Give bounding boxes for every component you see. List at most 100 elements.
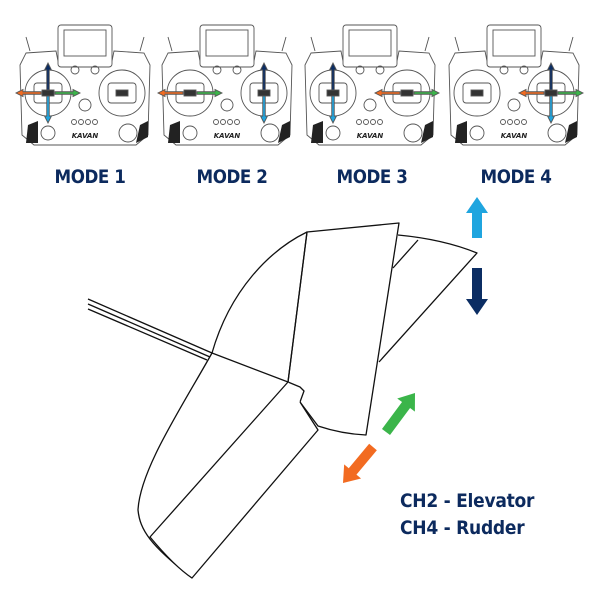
kavan-logo: KAVAN — [214, 132, 241, 140]
fin-leading-edge — [137, 231, 308, 579]
rudder-right-arrow-icon — [381, 393, 415, 435]
antenna-switch — [454, 36, 460, 52]
arrow-up-icon — [259, 61, 269, 91]
screen — [492, 29, 536, 57]
trim-button — [370, 119, 376, 125]
trim-button — [363, 119, 369, 125]
stick — [544, 89, 558, 97]
gimbal-frame — [462, 82, 492, 104]
arrow-left-icon — [373, 88, 401, 98]
pushrod — [87, 298, 213, 354]
power-button — [78, 98, 92, 112]
knob — [90, 65, 100, 75]
arrow-right-icon — [196, 88, 224, 98]
tail-section-drawing — [87, 222, 478, 579]
screen-bezel — [57, 24, 113, 68]
dpad-icon — [325, 125, 341, 141]
arrow-right-icon — [413, 88, 441, 98]
arrow-right-icon — [54, 88, 82, 98]
trim-button — [507, 119, 513, 125]
elevator-down-arrow-icon — [466, 268, 488, 315]
stick — [400, 89, 414, 97]
power-button — [507, 98, 521, 112]
transmitter-mode-2: KAVAN — [156, 24, 293, 146]
stick — [470, 89, 484, 97]
kavan-logo: KAVAN — [501, 132, 528, 140]
rudder-left-arrow-icon — [343, 443, 377, 483]
jog-wheel — [118, 123, 138, 143]
mode-3-label: MODE 3 — [336, 166, 408, 188]
stripe-decoration — [455, 121, 467, 143]
stick — [41, 89, 55, 97]
trim-button — [356, 119, 362, 125]
elevator-hinge-line — [392, 239, 419, 269]
jog-wheel — [403, 123, 423, 143]
trim-button — [92, 119, 98, 125]
transmitter-mode-1: KAVAN — [14, 24, 151, 146]
arrow-up-icon — [328, 61, 338, 91]
legend-rudder: CH4 - Rudder — [400, 517, 525, 539]
power-button — [220, 98, 234, 112]
legend-elevator: CH2 - Elevator — [400, 490, 535, 512]
arrow-up-icon — [546, 61, 556, 91]
mode-4-label: MODE 4 — [480, 166, 552, 188]
jog-wheel — [260, 123, 280, 143]
stripe-decoration — [311, 121, 323, 143]
screen — [205, 29, 249, 57]
trim-button — [78, 119, 84, 125]
stripe-decoration — [26, 121, 38, 143]
trim-button — [227, 119, 233, 125]
trim-button — [514, 119, 520, 125]
antenna-switch — [424, 36, 430, 52]
knob — [519, 65, 529, 75]
arrow-down-icon — [546, 95, 556, 125]
gimbal-frame — [107, 82, 137, 104]
screen — [348, 29, 392, 57]
trim-button — [71, 119, 77, 125]
screen-bezel — [342, 24, 398, 68]
arrow-up-icon — [43, 61, 53, 91]
knob — [375, 65, 385, 75]
v16-badge — [136, 121, 148, 143]
arrow-left-icon — [14, 88, 42, 98]
pushrod — [87, 308, 208, 361]
dpad-icon — [469, 125, 485, 141]
trim-button — [85, 119, 91, 125]
antenna-switch — [310, 36, 316, 52]
stick — [115, 89, 129, 97]
knob — [70, 65, 80, 75]
arrow-right-icon — [557, 88, 585, 98]
antenna-switch — [25, 36, 31, 52]
arrow-down-icon — [328, 95, 338, 125]
transmitter-mode-4: KAVAN — [448, 24, 585, 146]
dpad-icon — [40, 125, 56, 141]
stick — [326, 89, 340, 97]
screen-bezel — [486, 24, 542, 68]
trim-button — [213, 119, 219, 125]
kavan-logo: KAVAN — [357, 132, 384, 140]
antenna-switch — [281, 36, 287, 52]
fin-hinge-line — [287, 231, 308, 383]
stripe-decoration — [168, 121, 180, 143]
trim-button — [220, 119, 226, 125]
v16-badge — [565, 121, 577, 143]
knob — [355, 65, 365, 75]
trim-button — [521, 119, 527, 125]
trim-button — [500, 119, 506, 125]
pushrod — [87, 303, 211, 358]
v16-badge — [421, 121, 433, 143]
mode-1-label: MODE 1 — [54, 166, 126, 188]
power-button — [363, 98, 377, 112]
knob — [499, 65, 509, 75]
horizontal-stabilizer — [149, 381, 319, 579]
jog-wheel — [547, 123, 567, 143]
trim-button — [234, 119, 240, 125]
knob — [232, 65, 242, 75]
knob — [212, 65, 222, 75]
stab-top-edge — [211, 352, 289, 383]
arrow-down-icon — [259, 95, 269, 125]
screen-bezel — [199, 24, 255, 68]
antenna-switch — [568, 36, 574, 52]
trim-button — [377, 119, 383, 125]
dpad-icon — [182, 125, 198, 141]
